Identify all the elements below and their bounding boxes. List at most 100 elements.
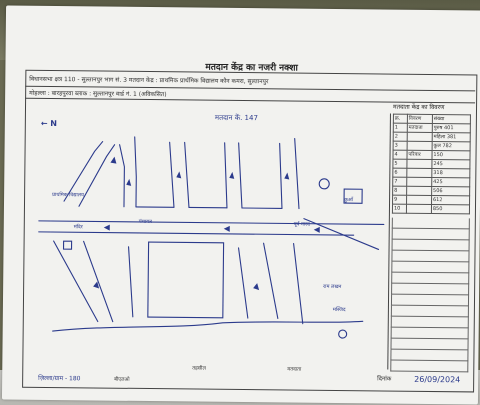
flow-arrow (313, 226, 320, 233)
lane-5b (294, 137, 300, 210)
legend-cell: 425 (431, 177, 470, 187)
footer-left-2: बीएलओ (114, 376, 130, 383)
legend-cell: 4 (392, 150, 407, 160)
footer-date-label: दिनांक (377, 375, 392, 383)
side-panel-title: मतदाता केंद्र का विवरण (392, 103, 445, 112)
flow-arrow (93, 281, 100, 289)
grid-row (390, 349, 469, 362)
lane-3 (169, 141, 175, 208)
main-road-top (38, 220, 385, 226)
well-symbol (318, 178, 330, 190)
grid-row (390, 305, 469, 318)
legend-cell (406, 168, 432, 178)
flow-arrow (229, 171, 235, 179)
legend-cell (406, 141, 433, 151)
document-sheet: मतदान केंद्र का नजरी नक्शा विधानसभा क्षत… (1, 5, 480, 405)
side-road (303, 218, 380, 250)
legend-cell: 612 (431, 195, 470, 205)
map-label-panchayat: पंचायत (138, 218, 152, 226)
legend-cell: 318 (431, 168, 470, 178)
flow-arrow (103, 224, 110, 231)
grid-row (390, 316, 469, 329)
main-road-bottom (38, 231, 355, 236)
small-building (62, 240, 73, 250)
grid-row (390, 360, 469, 373)
bottom-road (52, 320, 364, 332)
grid-row (390, 338, 469, 351)
lower-lane-1b (83, 240, 114, 323)
grid-row (391, 217, 470, 230)
lane-2 (119, 144, 125, 208)
legend-cell: मतदाता (407, 123, 433, 133)
flow-arrow (176, 171, 182, 179)
legend-cell (406, 186, 432, 196)
polling-station-box (343, 188, 363, 204)
legend-cell (406, 177, 432, 187)
landmark-circle (338, 329, 348, 339)
legend-cell: 10 (392, 204, 407, 214)
map-label-well: कुआँ (344, 197, 354, 204)
legend-cell (407, 132, 433, 142)
map-label-temple: मंदिर (73, 224, 83, 231)
blank-grid (390, 217, 470, 373)
legend-cell: 7 (392, 177, 407, 187)
flow-arrow (284, 172, 290, 180)
grid-row (391, 239, 470, 252)
lane-4 (224, 142, 228, 209)
grid-row (390, 294, 470, 307)
legend-cell: कुल 782 (431, 141, 471, 151)
lane-2b (134, 136, 137, 208)
legend-header-cell: विवरण (407, 114, 433, 124)
flow-arrow (223, 225, 230, 232)
legend-cell: 2 (393, 132, 408, 142)
legend-cell: 9 (392, 195, 407, 205)
legend-cell: 6 (392, 168, 407, 178)
lower-lane-4 (263, 242, 279, 319)
lane-3b (184, 141, 190, 208)
map-label-school: प्राथमिक विद्यालय (52, 192, 84, 199)
map-label-east: पूर्व नारद (293, 221, 310, 228)
legend-cell: 5 (392, 159, 407, 169)
grid-row (391, 261, 470, 274)
legend-cell: परिवार (406, 150, 432, 160)
grid-row (391, 272, 470, 285)
legend-cell (406, 159, 432, 169)
lane-1b (78, 144, 116, 207)
grid-row (391, 228, 470, 241)
legend-cell: 150 (431, 150, 471, 160)
lower-lane-1 (53, 240, 99, 323)
legend-header-cell: क्र. (393, 114, 408, 124)
legend-cell: 3 (393, 141, 408, 151)
grid-row (391, 250, 470, 263)
lane-1 (63, 140, 104, 202)
lower-lane-3 (237, 247, 249, 319)
footer-mid-1: तहसील (192, 365, 206, 372)
flow-arrow (110, 156, 117, 164)
lower-block (147, 241, 225, 319)
footer-date: 26/09/2024 (414, 374, 461, 385)
legend-row: 10 850 (392, 204, 470, 214)
legend-cell: 850 (431, 204, 470, 214)
flow-arrow (253, 283, 260, 291)
hand-drawn-map (38, 136, 385, 339)
legend-cell: 506 (431, 186, 470, 196)
lane-5 (279, 142, 283, 209)
map-label-mosque: मस्जिद (332, 306, 346, 314)
lane-4b (238, 142, 243, 209)
legend-header-cell: संख्या (432, 114, 471, 124)
flow-arrow (126, 178, 132, 186)
map-label-ram: राम लखन (323, 283, 342, 291)
footer-signature: ज़िल्ला/ग्राम - 180 (38, 374, 81, 383)
lower-lane-2 (128, 246, 134, 318)
legend-cell: 8 (392, 186, 407, 196)
legend-cell: 245 (431, 159, 470, 169)
legend-cell (406, 204, 432, 214)
legend-cell: महिला 381 (432, 132, 471, 142)
footer-mid-2: मतदाता (287, 366, 302, 373)
legend-cell (406, 195, 432, 205)
grid-row (391, 283, 470, 296)
legend-cell: पुरुष 401 (432, 123, 471, 133)
header-row-2: मोहल्ला : बारहपुरवा ब्लाक : सुल्तानपुर व… (29, 89, 167, 99)
legend-cell: 1 (393, 123, 408, 133)
